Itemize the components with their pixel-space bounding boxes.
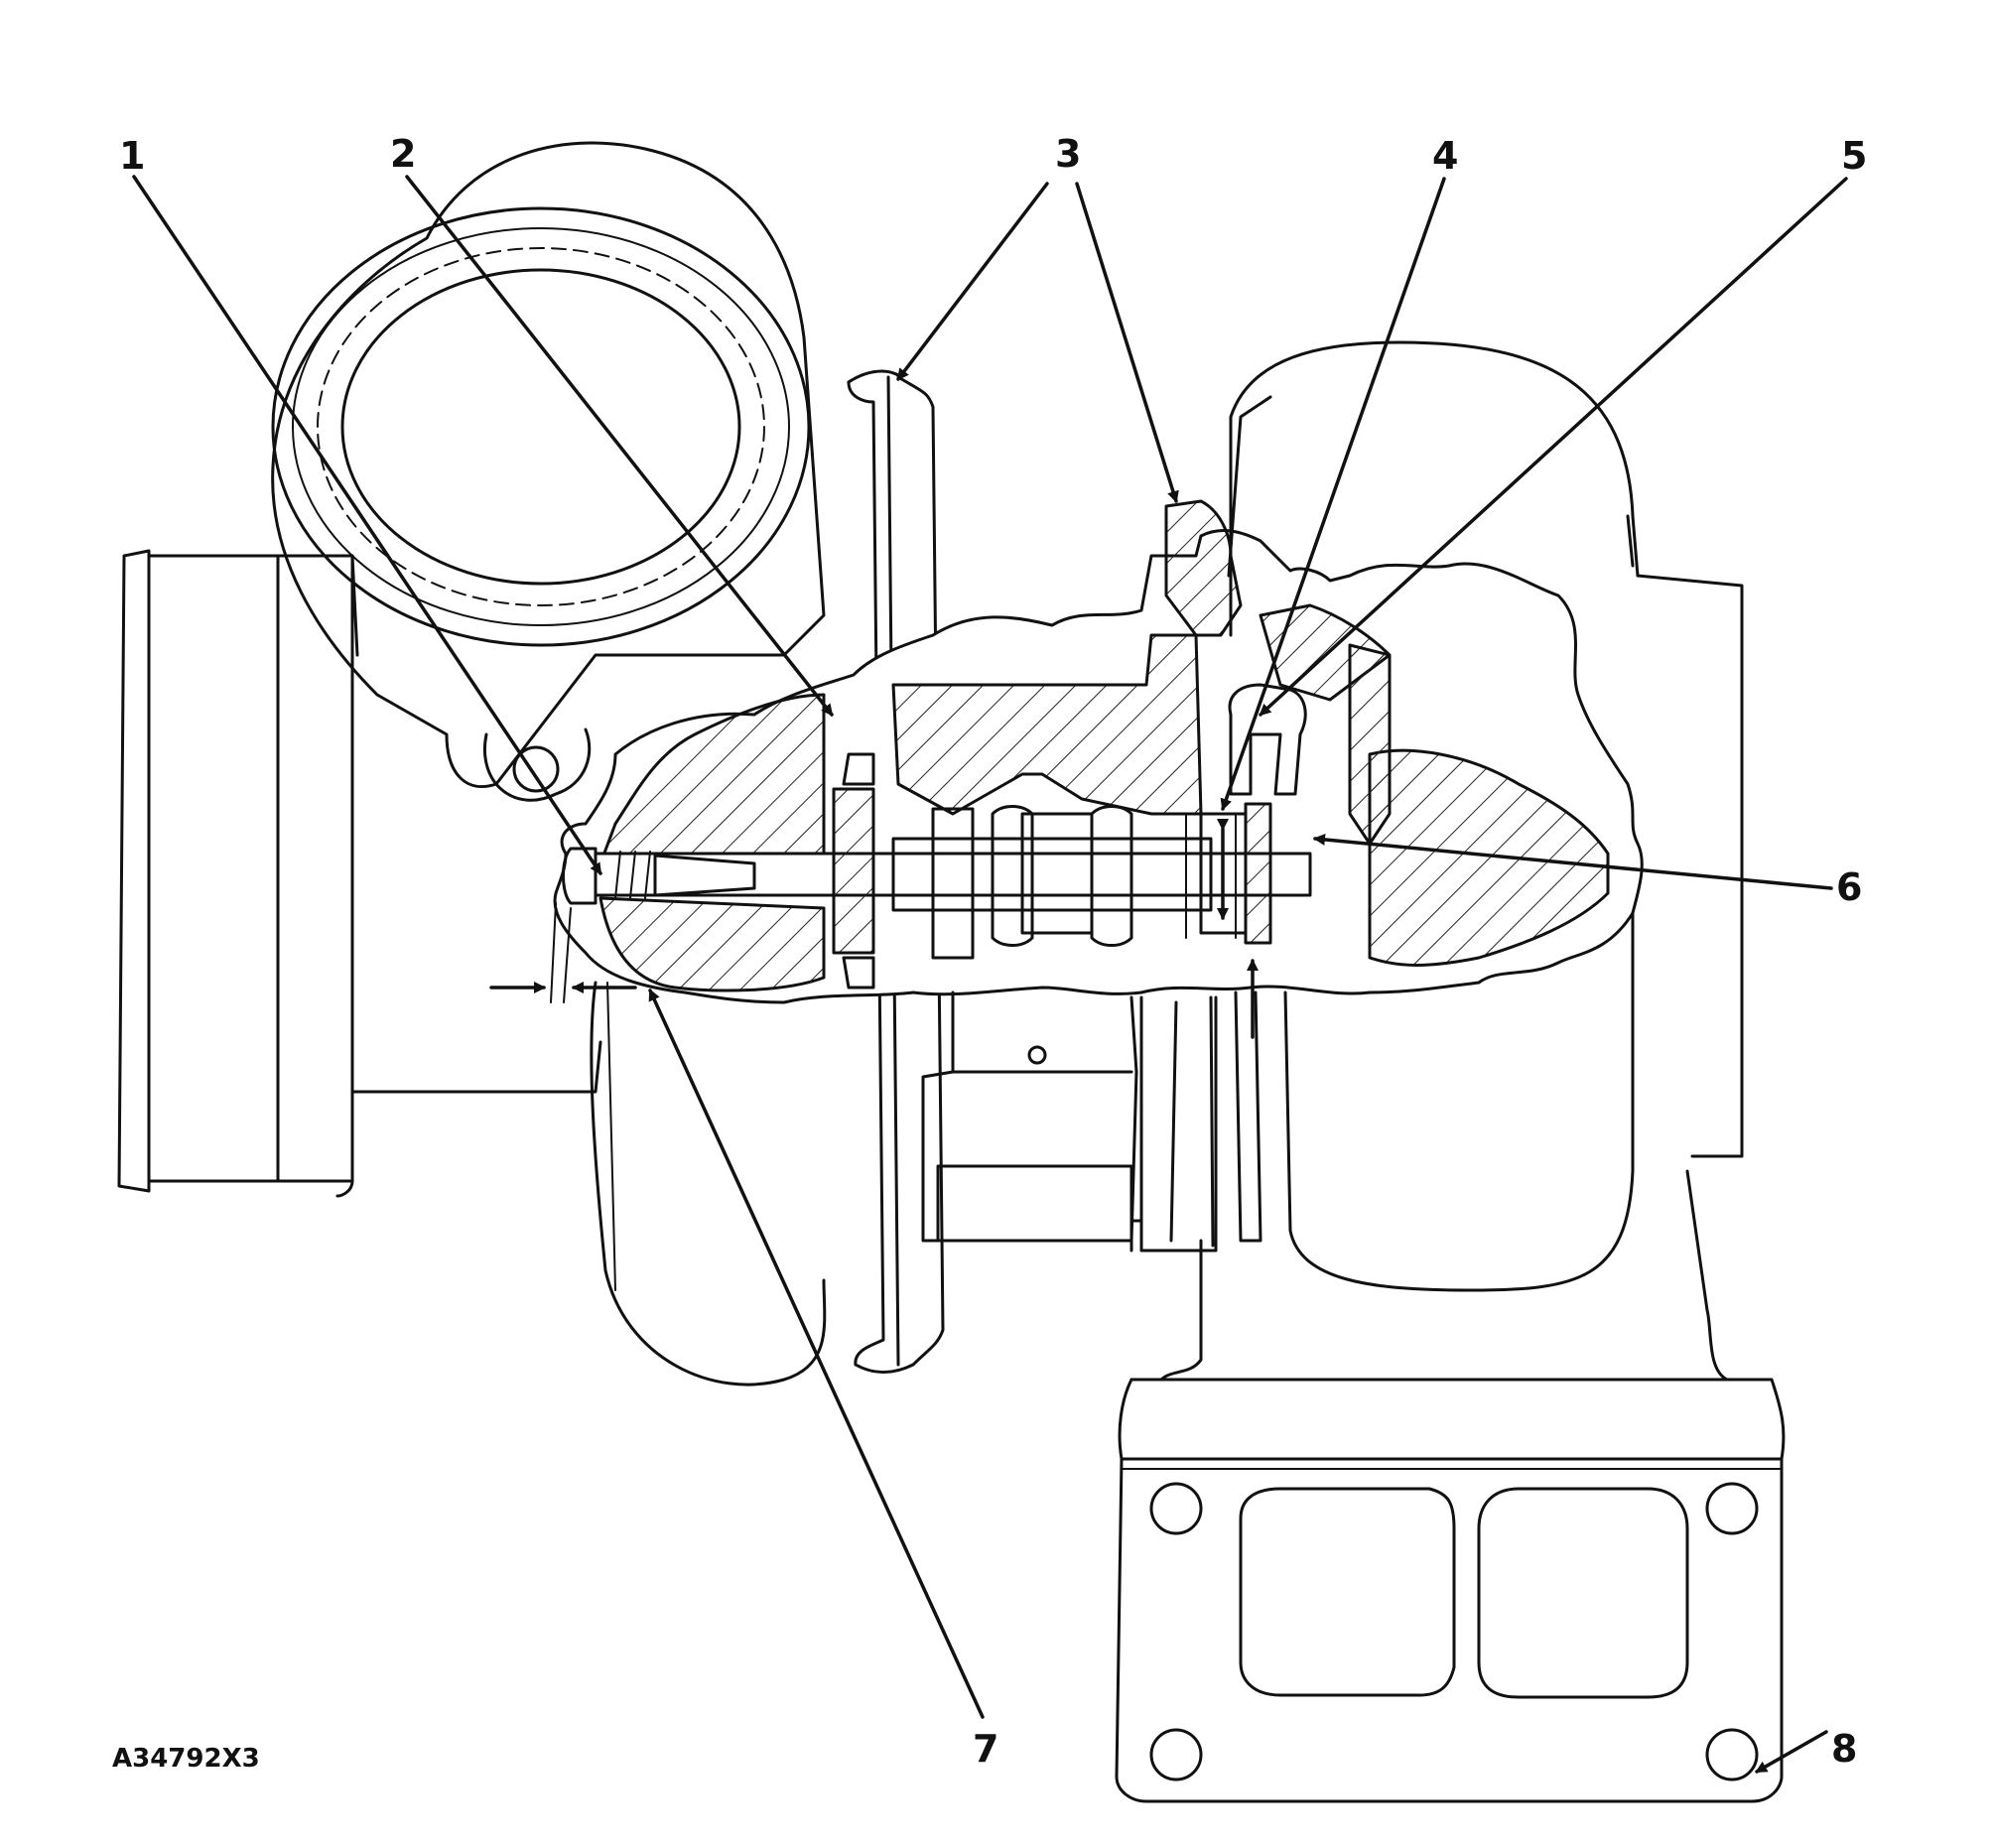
callout-leaders [132, 175, 1848, 1774]
callout-1: 1 [119, 134, 145, 178]
callout-8: 8 [1831, 1727, 1857, 1771]
callout-5: 5 [1841, 134, 1867, 178]
callout-labels: 1 2 3 4 5 6 7 8 [119, 132, 1867, 1771]
leader-8 [1755, 1730, 1828, 1774]
leader-2 [405, 175, 834, 717]
callout-6: 6 [1836, 865, 1862, 909]
leader-3b [1075, 182, 1179, 503]
callout-2: 2 [390, 132, 416, 176]
callout-7: 7 [973, 1727, 998, 1771]
leader-3a [896, 182, 1049, 381]
callout-3: 3 [1055, 132, 1081, 176]
figure-code: A34792X3 [112, 1744, 260, 1774]
leader-7 [648, 989, 985, 1719]
axial-clearance-dimension [489, 902, 637, 1003]
center-housing-lower [921, 990, 1218, 1253]
turbine-inlet-flange [1115, 1378, 1786, 1803]
leader-5 [1259, 177, 1848, 717]
cutaway-section [553, 499, 1644, 1004]
turbine-housing [1159, 340, 1744, 1382]
leader-6 [1313, 833, 1833, 890]
leader-1 [132, 175, 602, 875]
compressor-housing [117, 141, 827, 1386]
callout-4: 4 [1432, 134, 1458, 178]
